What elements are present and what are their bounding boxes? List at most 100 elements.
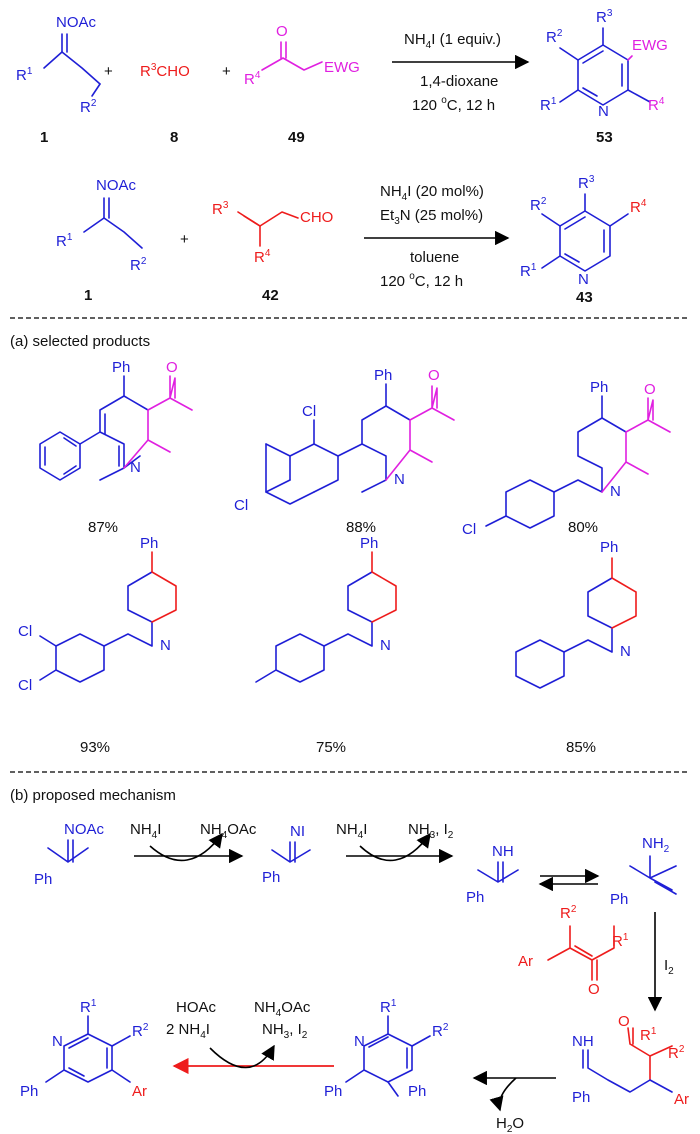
compound-number-49: 49 [288,129,305,146]
section-a-heading: (a) selected products [10,333,150,350]
mech-final-pyridine: N R1 R2 Ph Ar [20,998,149,1100]
plus-sign: + [180,231,189,248]
svg-text:Ar: Ar [518,953,533,970]
section-b: (b) proposed mechanism NOAc Ph NH4I NH4O… [10,787,689,1134]
svg-text:R1: R1 [540,96,557,114]
svg-text:120 oC, 12 h: 120 oC, 12 h [380,271,463,290]
svg-text:Ph: Ph [610,891,628,908]
svg-text:NH4I: NH4I [130,821,161,841]
svg-text:N: N [620,643,631,660]
svg-text:Ph: Ph [590,379,608,396]
mech-cyclization-arrow: H2O [472,1070,556,1134]
plus-sign: + [104,63,113,80]
svg-text:R1: R1 [612,932,629,950]
yield-label: 88% [346,519,376,536]
svg-text:O: O [428,367,440,384]
yield-label: 87% [88,519,118,536]
svg-text:Ph: Ph [374,367,392,384]
oxime-reagent-1: NOAc R1 R2 1 [16,14,101,146]
svg-text:N: N [610,483,621,500]
mech-iminyl-iodide: NI Ph [262,823,311,886]
svg-text:H2O: H2O [496,1115,524,1134]
svg-text:NI: NI [290,823,305,840]
mech-enone: Ar R2 R1 O [518,904,629,998]
mech-enamine: NH2 Ph [610,835,677,908]
svg-text:NH4I (20 mol%): NH4I (20 mol%) [380,183,484,203]
ketone-reagent-49: O R4 EWG 49 [244,23,360,146]
mech-tautomer-arrows [538,868,600,892]
svg-text:N: N [578,271,589,288]
svg-text:O: O [618,1013,630,1030]
svg-text:R4: R4 [630,198,647,216]
svg-text:Ph: Ph [34,871,52,888]
svg-text:N: N [394,471,405,488]
svg-text:R2: R2 [530,196,547,214]
svg-text:Et3N (25 mol%): Et3N (25 mol%) [380,207,483,227]
svg-text:NH: NH [572,1033,594,1050]
svg-text:O: O [166,359,178,376]
svg-text:R4: R4 [254,248,271,266]
svg-text:Ph: Ph [572,1089,590,1106]
selected-product-6: Ph N 85% [515,539,637,756]
reaction1: NOAc R1 R2 1 + R3CHO 8 + O R4 EWG 49 NH4… [16,8,668,146]
plus-sign: + [222,63,231,80]
mech-dihydropyridine: N R1 R2 Ph Ph [324,998,449,1100]
product-pyridine-53: R2 R3 EWG R1 N R4 53 [540,8,668,146]
svg-text:I2: I2 [664,957,674,977]
svg-text:R2: R2 [80,98,97,116]
selected-product-5: Ph N 75% [255,535,397,756]
svg-text:Ph: Ph [140,535,158,552]
svg-text:NOAc: NOAc [96,177,137,194]
svg-text:EWG: EWG [632,37,668,54]
svg-text:O: O [644,381,656,398]
svg-text:O: O [588,981,600,998]
mech-adduct: O R1 R2 NH Ph Ar [572,1013,689,1108]
svg-text:2 NH4I: 2 NH4I [166,1021,210,1041]
compound-number-42: 42 [262,287,279,304]
selected-product-3: Ph O Cl N 80% [462,379,671,538]
svg-text:NOAc: NOAc [64,821,105,838]
svg-text:NH3, I2: NH3, I2 [408,821,454,841]
reaction2-arrow: NH4I (20 mol%) Et3N (25 mol%) toluene 12… [364,183,510,290]
svg-text:Ph: Ph [466,889,484,906]
svg-text:Cl: Cl [18,677,32,694]
enal-reagent-42: R3 CHO R4 42 [212,200,333,304]
compound-number-43: 43 [576,289,593,306]
svg-text:N: N [598,103,609,120]
svg-text:NH: NH [492,843,514,860]
mech-oxime: NOAc Ph [34,821,105,888]
svg-text:Ph: Ph [324,1083,342,1100]
svg-text:R1: R1 [640,1026,657,1044]
compound-number-1: 1 [84,287,92,304]
oxime-reagent-1b: NOAc R1 R2 1 [56,177,147,304]
svg-text:R1: R1 [56,232,73,250]
svg-text:R2: R2 [432,1022,449,1040]
svg-text:Ph: Ph [112,359,130,376]
svg-text:R1: R1 [520,262,537,280]
mech-aromatization-arrow: HOAc 2 NH4I NH4OAc NH3, I2 [166,999,334,1075]
compound-number-1: 1 [40,129,48,146]
svg-text:NH4I: NH4I [336,821,367,841]
svg-text:R3: R3 [212,200,229,218]
svg-text:R1: R1 [380,998,397,1016]
svg-text:R4: R4 [244,70,261,88]
svg-text:Cl: Cl [462,521,476,538]
reaction2: NOAc R1 R2 1 + R3 CHO R4 42 NH4I (20 mol… [56,174,647,306]
compound-number-53: 53 [596,129,613,146]
svg-text:Cl: Cl [18,623,32,640]
product-pyridine-43: R2 R3 R4 R1 N 43 [520,174,647,306]
svg-text:Ar: Ar [674,1091,689,1108]
svg-text:120 oC, 12 h: 120 oC, 12 h [412,95,495,114]
noac-label: NOAc [56,14,97,31]
svg-text:Cl: Cl [302,403,316,420]
svg-text:R2: R2 [546,28,563,46]
svg-text:Cl: Cl [234,497,248,514]
yield-label: 93% [80,739,110,756]
svg-text:R2: R2 [130,256,147,274]
yield-label: 80% [568,519,598,536]
aldehyde-reagent-8: R3CHO 8 [140,62,190,146]
yield-label: 85% [566,739,596,756]
svg-text:Ph: Ph [600,539,618,556]
svg-text:R3: R3 [596,8,613,26]
